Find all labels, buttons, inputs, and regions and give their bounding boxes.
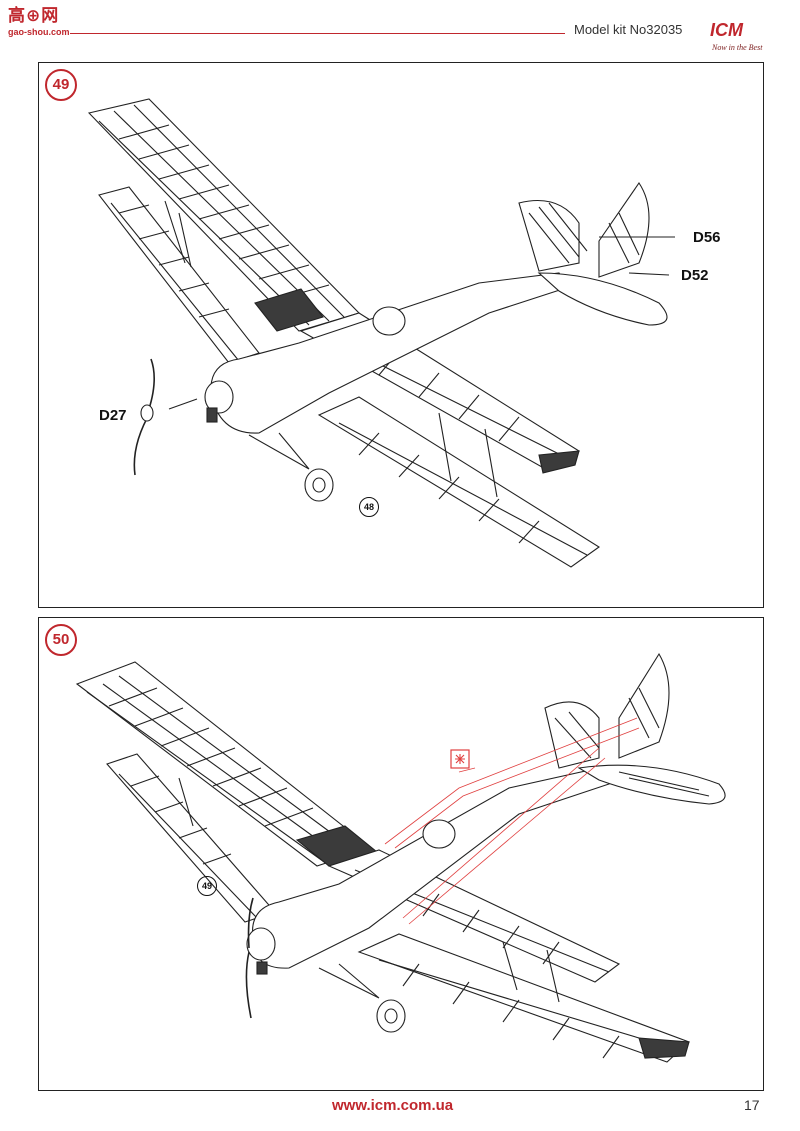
reference-step-48: 48 xyxy=(359,497,379,517)
biplane-drawing-step-50 xyxy=(75,652,726,1063)
step-number-badge: 50 xyxy=(45,624,77,656)
page-number: 17 xyxy=(744,1097,760,1113)
watermark-bottom-text: gao-shou.com xyxy=(8,27,70,37)
header-rule xyxy=(70,33,565,34)
part-label-d56: D56 xyxy=(693,229,721,246)
biplane-drawing-step-49 xyxy=(87,98,675,568)
part-label-d52: D52 xyxy=(681,267,709,284)
icm-logo-text: ICM xyxy=(710,20,743,40)
watermark-logo: 高⊕网 gao-shou.com xyxy=(8,6,70,40)
step-49-panel: 49 xyxy=(38,62,764,608)
footer-website-link[interactable]: www.icm.com.ua xyxy=(332,1097,454,1114)
step-number-badge: 49 xyxy=(45,69,77,101)
step-50-panel: 50 xyxy=(38,617,764,1091)
reference-step-49: 49 xyxy=(197,876,217,896)
part-label-d27: D27 xyxy=(99,407,127,424)
icm-logo-tagline: Now in the Best xyxy=(712,43,763,52)
asterisk-icon xyxy=(455,754,465,764)
icm-logo: ICM Now in the Best xyxy=(706,20,778,64)
model-kit-number: Model kit No32035 xyxy=(574,22,683,37)
watermark-top-text: 高⊕网 xyxy=(8,6,60,26)
